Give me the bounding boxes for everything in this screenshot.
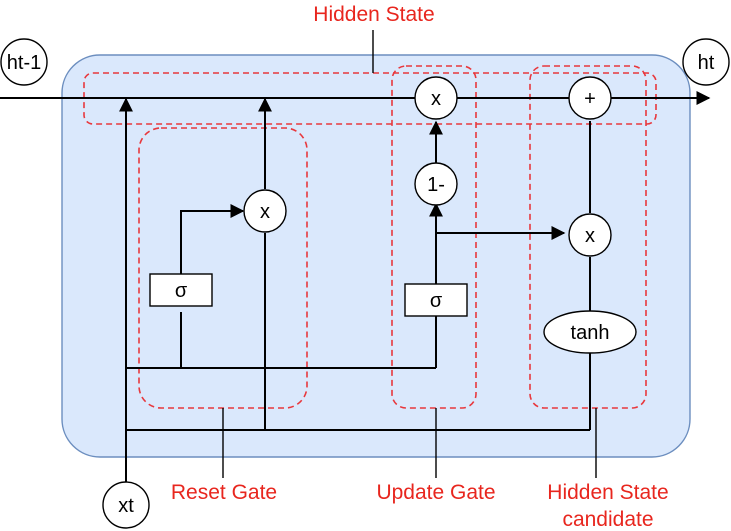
svg-text:x: x <box>431 88 441 110</box>
candidate-region <box>529 65 647 409</box>
candidate-label-line1: Hidden State <box>547 481 668 504</box>
xt-input-node: xt <box>102 481 150 529</box>
gru-cell-background <box>61 54 691 458</box>
svg-text:σ: σ <box>430 290 443 312</box>
update-sigmoid-node: σ <box>404 283 468 317</box>
svg-text:x: x <box>585 225 595 247</box>
reset-multiply-node: x <box>243 189 287 233</box>
hidden-state-label: Hidden State <box>313 3 434 26</box>
tanh-node: tanh <box>543 310 637 354</box>
prev-hidden-input-node: ht-1 <box>0 38 48 86</box>
output-hidden-node: ht <box>682 38 730 86</box>
svg-text:1-: 1- <box>427 174 445 196</box>
svg-text:ht: ht <box>698 52 715 74</box>
svg-text:xt: xt <box>118 495 134 517</box>
reset-sigma-output <box>180 204 245 274</box>
svg-text:tanh: tanh <box>571 322 610 344</box>
candidate-multiply-node: x <box>568 213 612 257</box>
svg-text:σ: σ <box>175 280 188 302</box>
one-minus-node: 1- <box>414 162 458 206</box>
add-node: + <box>568 76 612 120</box>
candidate-label-line2: candidate <box>562 508 653 531</box>
update-gate-label: Update Gate <box>376 481 495 504</box>
reset-gate-label: Reset Gate <box>171 481 277 504</box>
reset-sigmoid-node: σ <box>149 273 213 307</box>
update-multiply-node: x <box>414 76 458 120</box>
svg-text:x: x <box>260 201 270 223</box>
svg-text:ht-1: ht-1 <box>7 52 41 74</box>
svg-text:+: + <box>584 88 596 110</box>
update-gate-region <box>391 65 477 409</box>
